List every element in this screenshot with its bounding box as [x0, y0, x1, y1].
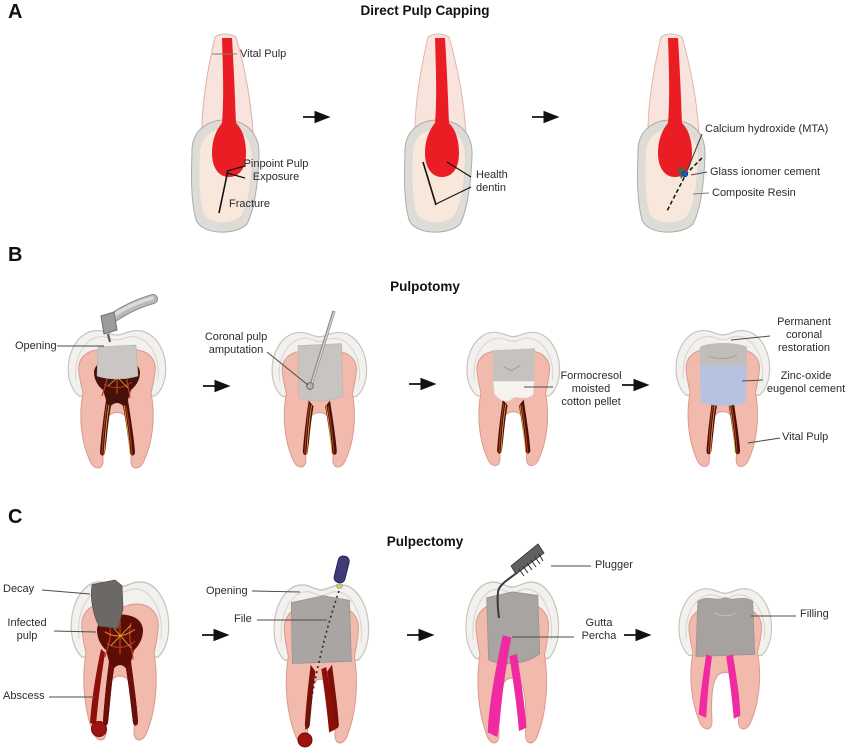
infected-canal: [90, 649, 105, 727]
label-pinpoint-exposure: Pinpoint Pulp Exposure: [243, 158, 309, 183]
label-health-dentin: Health dentin: [476, 169, 508, 194]
label-composite-resin: Composite Resin: [712, 187, 796, 199]
label-file: File: [234, 613, 252, 625]
zinc-oxide-cement-shape: [699, 365, 747, 406]
label-gutta-percha: Gutta Percha: [581, 617, 617, 642]
leader-calcium-hydroxide: [686, 133, 703, 172]
label-opening-c: Opening: [206, 585, 248, 597]
label-vital-pulp-a: Vital Pulp: [240, 48, 287, 60]
access-opening: [96, 344, 139, 380]
panel-title-a: Direct Pulp Capping: [360, 3, 490, 18]
cotton-pellet: [493, 380, 535, 402]
filling-shape: [695, 596, 755, 657]
label-filling: Filling: [800, 608, 829, 620]
panel-c-graphics: [41, 543, 796, 748]
label-coronal-amputation: Coronal pulp amputation: [204, 331, 268, 356]
label-glass-ionomer: Glass ionomer cement: [710, 166, 821, 178]
fracture-line: [218, 169, 229, 214]
tooth-b1-opening: [67, 329, 167, 469]
abscess-shape: [91, 721, 107, 737]
dentin-cut-line: [422, 161, 437, 206]
label-fracture: Fracture: [229, 198, 270, 210]
tooth-a2-cleaned-incisor: [403, 33, 473, 233]
decay-shape: [91, 579, 124, 629]
panel-letter-a: A: [8, 1, 23, 23]
tooth-c4-filled: [678, 588, 773, 730]
plugger-instrument-icon: [496, 543, 545, 619]
label-infected-pulp: Infected pulp: [7, 617, 47, 642]
temporary-restoration: [492, 348, 536, 382]
leader-pinpoint-2: [226, 172, 246, 179]
excavator-instrument-icon: [306, 310, 336, 390]
label-zinc-oxide: Zinc-oxide eugenol cement: [766, 370, 846, 395]
calcium-hydroxide-dot: [681, 170, 689, 178]
tooth-c3-gutta-percha: [465, 581, 560, 744]
gutta-percha-right: [509, 653, 527, 732]
label-abscess: Abscess: [3, 690, 45, 702]
infected-right-canal: [321, 667, 336, 733]
label-permanent-restoration: Permanent coronal restoration: [777, 316, 831, 354]
tooth-c2-file: [273, 584, 370, 744]
label-vital-pulp-b: Vital Pulp: [782, 431, 829, 443]
leader-decay: [41, 589, 91, 595]
abscess-shape: [297, 732, 313, 748]
access-opening-crown: [290, 595, 352, 664]
tooth-b2-amputation: [271, 331, 368, 468]
leader-health-dentin-1: [446, 161, 472, 178]
leader-opening-c: [251, 590, 301, 593]
leader-glass-ionomer: [690, 171, 708, 176]
gutta-percha-right: [726, 654, 741, 719]
label-opening-b: Opening: [15, 340, 57, 352]
tooth-b4-restored: [675, 329, 771, 468]
label-formocresol: Formocresol moisted cotton pellet: [560, 370, 622, 408]
tooth-b3-cotton-pellet: [466, 331, 561, 467]
panel-b-graphics: [57, 294, 781, 469]
leader-health-dentin-2: [435, 186, 472, 205]
leader-composite-resin: [692, 192, 710, 195]
leader-vital-pulp-b: [747, 437, 781, 444]
leader-zinc-oxide: [741, 379, 764, 382]
access-opening-crown: [486, 591, 541, 665]
tooth-a1-fractured-incisor: [190, 33, 260, 233]
gutta-percha-left: [487, 635, 512, 737]
panel-title-c: Pulpectomy: [386, 534, 464, 549]
label-calcium-hydroxide: Calcium hydroxide (MTA): [705, 123, 829, 135]
leader-pinpoint-1: [226, 165, 246, 172]
leader-infected-pulp: [53, 630, 97, 633]
permanent-restoration-shape: [699, 343, 747, 366]
file-path-dotted: [304, 590, 340, 734]
gutta-percha-left: [698, 654, 712, 718]
leader-coronal-amputation: [266, 351, 309, 386]
panel-letter-b: B: [8, 244, 23, 266]
endodontic-file-icon: [304, 555, 350, 734]
label-decay: Decay: [3, 583, 35, 595]
panel-title-b: Pulpotomy: [390, 279, 460, 294]
panel-a-graphics: [190, 33, 710, 233]
tooth-c1-infected: [70, 579, 170, 741]
dental-drill-icon: [100, 294, 158, 343]
label-plugger: Plugger: [595, 559, 633, 571]
leader-permanent-restoration: [730, 335, 771, 341]
panel-letter-c: C: [8, 506, 23, 528]
tooth-a3-capped-incisor: [636, 33, 706, 233]
